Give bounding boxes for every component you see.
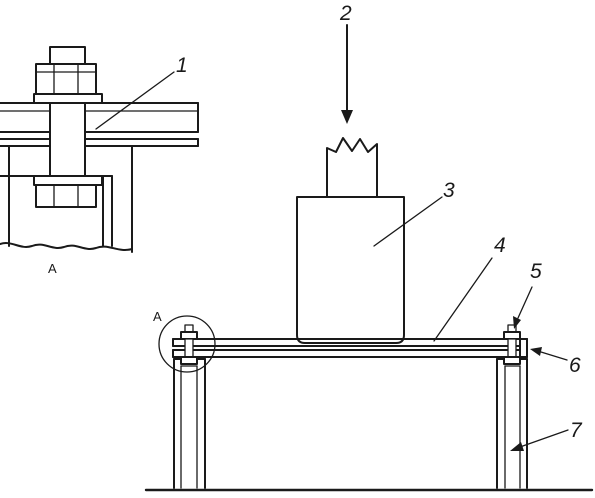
detail-marker-letter: A: [153, 309, 162, 324]
callout-3-label: 3: [443, 179, 455, 202]
callout-2-label: 2: [339, 2, 352, 25]
leader-4: [433, 257, 493, 342]
left-support: [173, 358, 206, 489]
right-bolt-assembly: [503, 324, 528, 365]
detail-top-plate: [0, 102, 199, 133]
callout-7-label: 7: [570, 419, 583, 442]
leader-1: [95, 71, 175, 130]
leader-6: [530, 347, 568, 361]
callout-6-label: 6: [569, 354, 581, 377]
callout-4-label: 4: [494, 234, 506, 257]
leader-7: [510, 429, 569, 451]
load-arrow: [341, 24, 353, 124]
right-support: [496, 358, 528, 489]
detail-view-a: [0, 46, 199, 253]
detail-bolt-shaft: [49, 102, 86, 177]
left-bolt-assembly: [180, 324, 198, 365]
loading-ram: [326, 137, 378, 198]
detail-bottom-plate: [0, 138, 199, 147]
detail-upper-nut: [33, 63, 103, 104]
callout-1-label: 1: [176, 54, 188, 77]
detail-view-letter: A: [48, 261, 57, 276]
leader-3: [373, 196, 443, 247]
detail-lower-nut: [33, 175, 103, 208]
detail-circle-a: [158, 315, 216, 373]
loading-block: [296, 196, 443, 344]
detail-bolt-end: [49, 46, 86, 65]
callout-5-label: 5: [530, 260, 542, 283]
leader-5: [513, 286, 533, 329]
detail-support-column: [0, 145, 133, 253]
